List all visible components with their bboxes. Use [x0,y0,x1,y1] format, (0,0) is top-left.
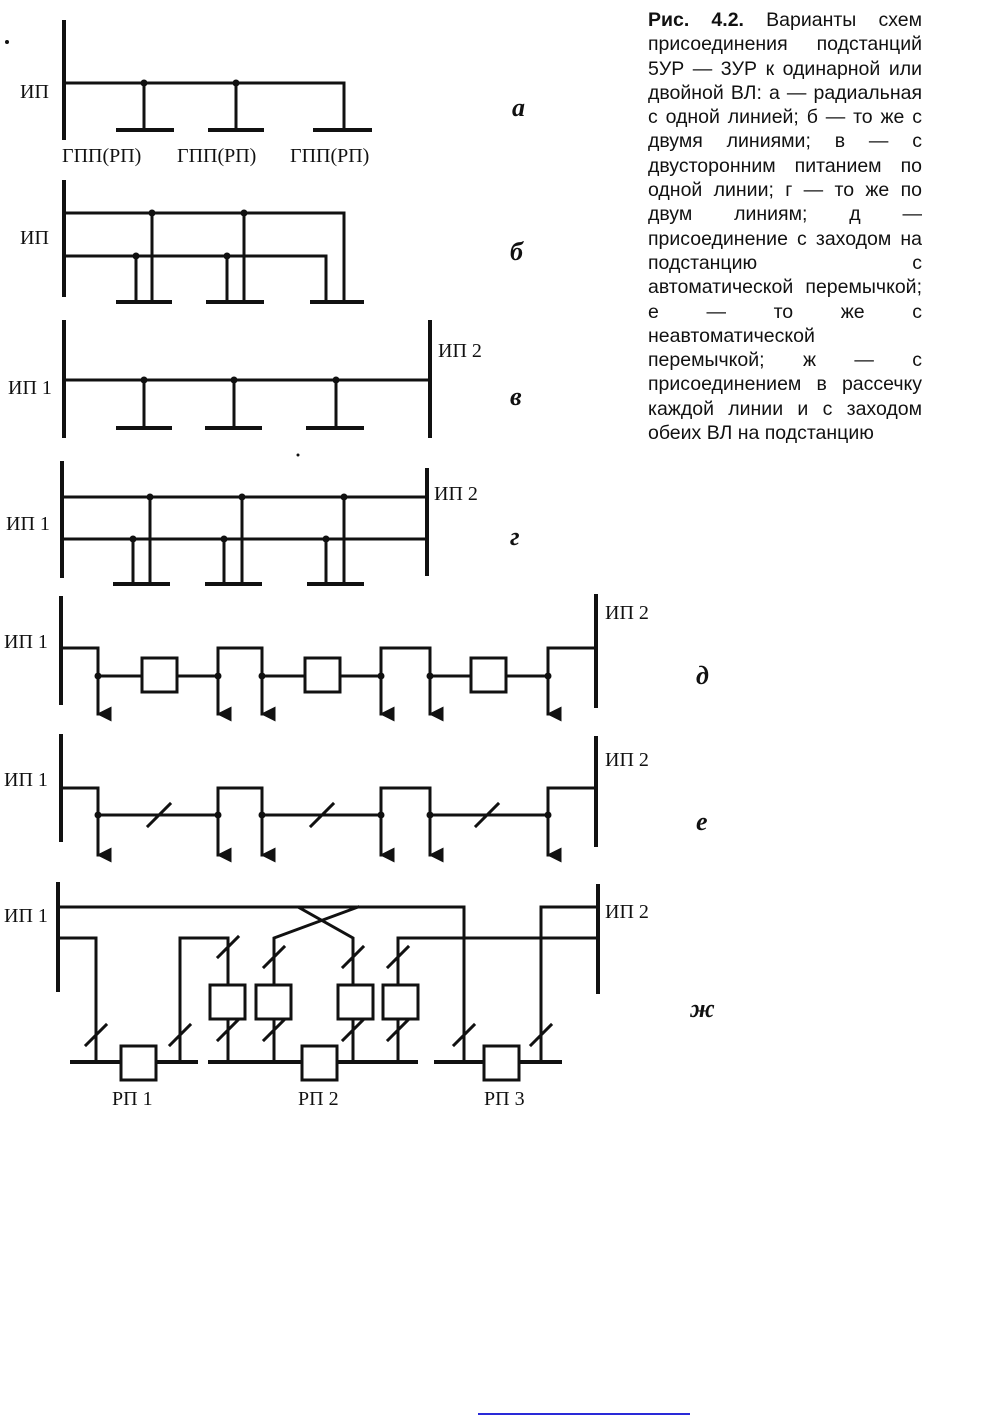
label-bus-rp1: РП 1 [112,1088,153,1110]
letter-e: е [696,807,708,836]
label-d-source-right: ИП 2 [605,602,649,624]
figure-caption-title: Рис. 4.2. [648,9,744,31]
scheme-a [62,20,372,140]
letter-v: в [510,382,522,411]
label-g-source-left: ИП 1 [6,513,50,535]
scheme-e [59,734,598,863]
label-zh-source-left: ИП 1 [4,905,48,927]
label-g-source-right: ИП 2 [434,483,478,505]
figure-caption: Рис. 4.2. Варианты схем присоединения по… [648,8,922,445]
label-zh-source-right: ИП 2 [605,901,649,923]
letter-d: д [696,661,709,690]
footer-link-underline[interactable] [478,1413,690,1415]
figure-caption-text: Варианты схем присоединения подстанций 5… [648,9,922,445]
label-e-source-right: ИП 2 [605,749,649,771]
scheme-g [60,461,429,586]
label-a-load-3: ГПП(РП) [290,145,369,167]
scheme-d [59,594,598,722]
label-a-load-1: ГПП(РП) [62,145,141,167]
letter-zh: ж [689,994,715,1023]
label-b-source: ИП [20,227,49,249]
scheme-b [62,180,364,304]
label-bus-rp2: РП 2 [298,1088,339,1110]
letter-g: г [510,522,520,551]
stray-dot [5,40,9,44]
label-a-load-2: ГПП(РП) [177,145,256,167]
diagram-labels: ИП ГПП(РП) ГПП(РП) ГПП(РП) а ИП б ИП 1 И… [4,81,715,1110]
label-v-source-right: ИП 2 [438,340,482,362]
label-bus-rp3: РП 3 [484,1088,525,1110]
scheme-zh [56,882,600,1082]
scheme-v [62,320,432,438]
label-v-source-left: ИП 1 [8,377,52,399]
letter-a: а [512,93,525,122]
label-d-source-left: ИП 1 [4,631,48,653]
letter-b: б [510,237,524,266]
label-e-source-left: ИП 1 [4,769,48,791]
label-a-source: ИП [20,81,49,103]
